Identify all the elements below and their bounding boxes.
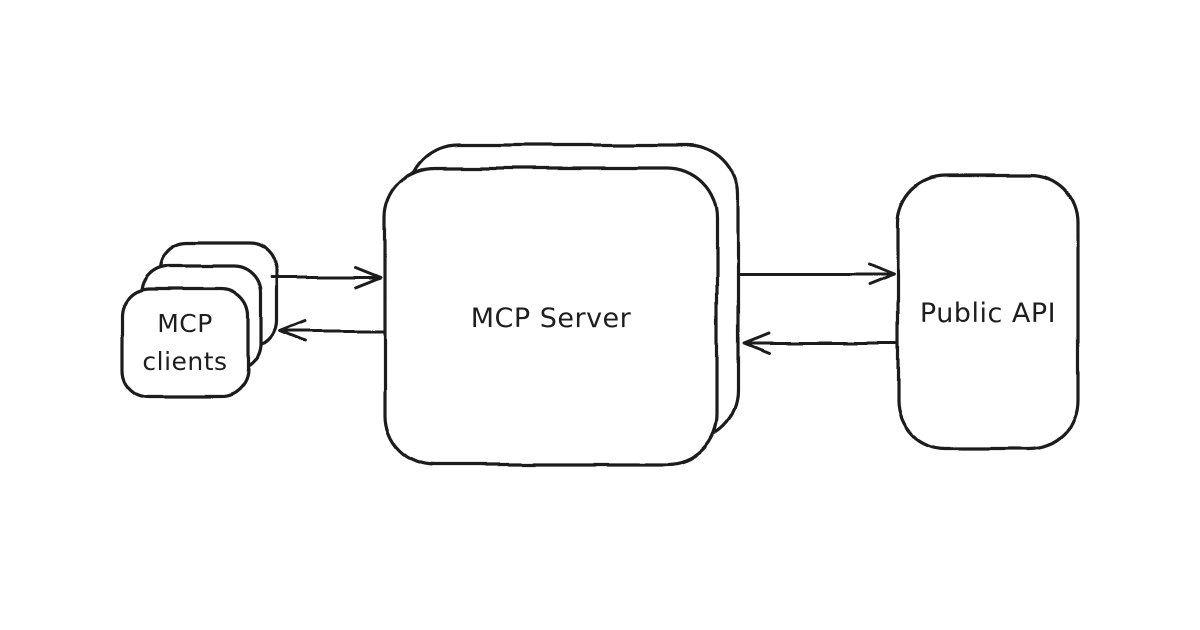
mcp-server-node [383, 143, 740, 467]
arrow-api-to-server [742, 331, 899, 355]
mcp-clients-label-line2: clients [142, 347, 227, 376]
arrowhead-left-icon [742, 331, 771, 355]
mcp-clients-stack-front [120, 287, 250, 399]
public-api-node [896, 173, 1080, 451]
mcp-server-stack-front [383, 166, 719, 467]
public-api-label: Public API [920, 298, 1056, 329]
edges-layer [270, 262, 899, 355]
mcp-clients-node [120, 241, 279, 399]
arrow-server-to-api [738, 262, 896, 286]
public-api-box [896, 173, 1080, 451]
mcp-server-label: MCP Server [471, 303, 632, 334]
arrowhead-left-icon [278, 319, 307, 343]
mcp-clients-label-line1: MCP [157, 309, 213, 338]
arrow-server-to-clients [278, 319, 385, 343]
arrowhead-right-icon [867, 262, 896, 286]
arrow-clients-to-server [270, 265, 383, 289]
arrowhead-right-icon [354, 265, 383, 289]
